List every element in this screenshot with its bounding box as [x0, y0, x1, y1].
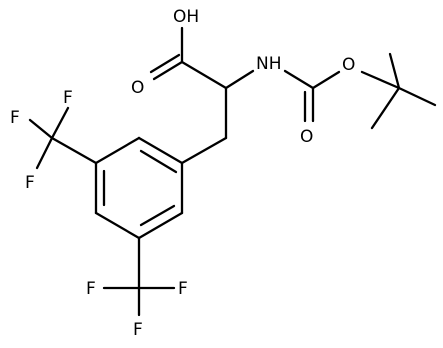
- atom-label-nh: NH: [256, 54, 282, 74]
- atom-label-f-bottom-left: F: [86, 279, 96, 299]
- bond-tbu-methyl-right: [397, 86, 437, 107]
- atom-label-carbonyl-o-acid: O: [131, 78, 144, 98]
- bond-acid-c-o-double-2: [149, 53, 181, 74]
- ring-bond-5: [137, 211, 184, 240]
- atom-label-f-left-left: F: [10, 108, 20, 128]
- bond-carbonyl-ester-o: [311, 70, 341, 90]
- atom-label-oh: OH: [173, 7, 199, 27]
- ring-inner-bond-3: [139, 204, 176, 227]
- ring-bond-4: [94, 211, 141, 240]
- bond-ring-cf3-left: [50, 136, 98, 165]
- atom-label-ester-o: O: [342, 55, 355, 75]
- atom-labels: OH O NH O O F F F F F F: [10, 7, 355, 340]
- bond-acid-c-o-double-1: [152, 60, 184, 81]
- bond-alpha-nh: [224, 69, 255, 90]
- bond-cf3-left-f-top: [50, 106, 70, 140]
- atom-label-carbonyl-o-boc: O: [300, 127, 313, 147]
- ring-inner-bond-1: [139, 149, 178, 174]
- bond-tbu-methyl-bottom: [370, 86, 401, 130]
- bond-acid-c-alpha: [180, 60, 228, 90]
- bond-ester-o-tbu: [360, 70, 401, 90]
- bond-cf3-left-f-left: [28, 118, 54, 140]
- ring-bond-2: [94, 136, 141, 165]
- atom-label-f-bottom-bottom: F: [133, 320, 143, 340]
- atom-label-f-left-bottom: F: [25, 173, 35, 193]
- bond-tbu-methyl-top: [388, 52, 401, 90]
- bond-lines: [28, 26, 437, 317]
- atom-label-f-bottom-right: F: [178, 279, 188, 299]
- bond-nh-carbonyl: [283, 69, 315, 90]
- ring-bond-1: [137, 136, 184, 165]
- atom-label-f-left-top: F: [63, 88, 73, 108]
- bond-cf3-left-f-bottom: [35, 136, 54, 170]
- bond-ch2-ring: [180, 136, 228, 165]
